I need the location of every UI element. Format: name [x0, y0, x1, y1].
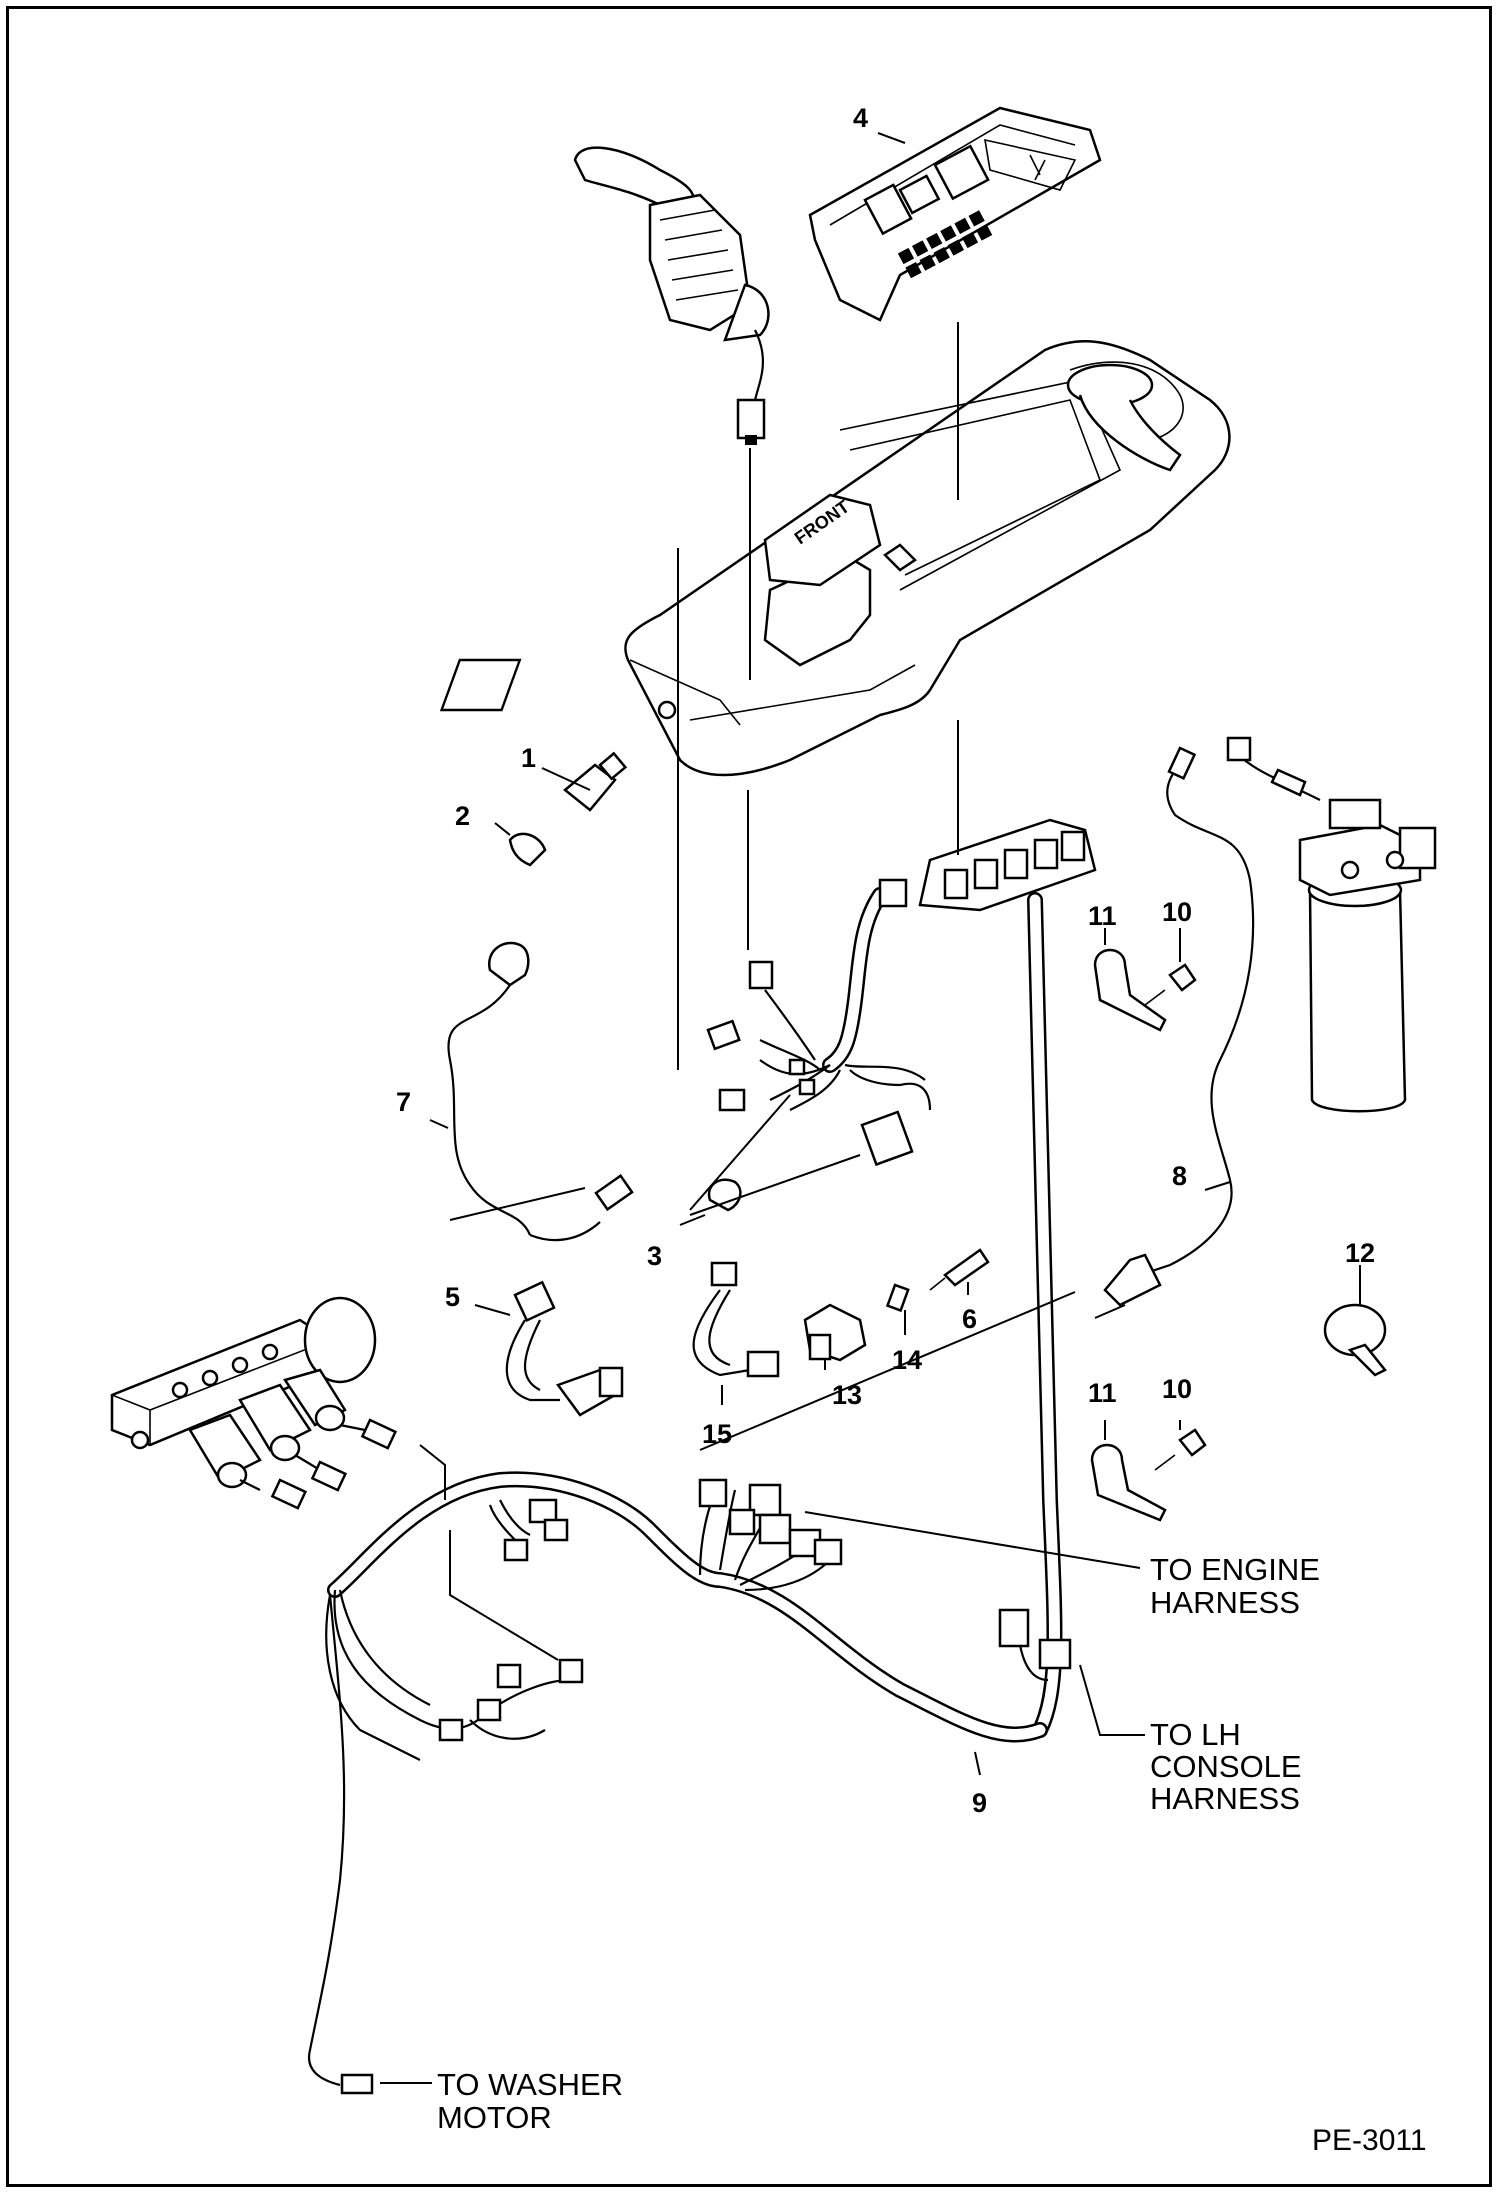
callout-13: 13 — [832, 1380, 862, 1410]
tie-strap-item-12 — [1323, 1303, 1387, 1377]
callout-11-lower: 11 — [1088, 1378, 1117, 1408]
sensor-harness-item-8 — [1103, 736, 1437, 1307]
console-housing: FRONT — [439, 340, 1231, 777]
note-lh-line2: CONSOLE — [1150, 1749, 1302, 1784]
note-engine-line1: TO ENGINE — [1150, 1552, 1320, 1587]
connector-item-13 — [803, 1303, 867, 1362]
callout-11-upper: 11 — [1088, 901, 1117, 931]
subharness-item-15 — [692, 1261, 780, 1378]
callout-1: 1 — [521, 743, 536, 773]
callout-3: 3 — [647, 1241, 662, 1271]
drawing-border — [6, 6, 1492, 2187]
seal-item-14 — [885, 1283, 910, 1313]
switch-item-1 — [563, 751, 628, 812]
figure-id: PE-3011 — [1312, 2124, 1427, 2157]
valve-manifold — [110, 1296, 398, 1510]
harness-item-5 — [505, 1280, 624, 1417]
leader-lines — [380, 132, 1361, 2084]
callouts: 4 1 2 7 3 5 15 13 14 6 11 10 8 12 11 10 … — [396, 103, 1375, 1818]
callout-4: 4 — [853, 103, 868, 133]
instrument-panel — [808, 106, 1102, 322]
joystick-handle — [573, 146, 770, 445]
callout-8: 8 — [1172, 1161, 1187, 1191]
bolt-item-10-upper — [1144, 963, 1197, 1006]
callout-9: 9 — [972, 1788, 987, 1818]
callout-10-lower: 10 — [1162, 1374, 1192, 1404]
note-washer-line1: TO WASHER — [437, 2067, 623, 2102]
callout-14: 14 — [892, 1345, 922, 1375]
callout-15: 15 — [702, 1419, 732, 1449]
callout-2: 2 — [455, 801, 470, 831]
cab-harness-item-9 — [307, 1471, 1072, 2095]
destination-notes: TO ENGINE HARNESS TO LH CONSOLE HARNESS … — [437, 1552, 1427, 2157]
clip-item-2 — [508, 832, 547, 867]
note-lh-line1: TO LH — [1150, 1717, 1241, 1752]
clamp-item-11-upper — [1093, 948, 1167, 1032]
callout-5: 5 — [445, 1282, 460, 1312]
note-washer-line2: MOTOR — [437, 2100, 552, 2135]
clamp-item-11-lower — [1090, 1443, 1167, 1522]
note-engine-line2: HARNESS — [1150, 1585, 1300, 1620]
callout-12: 12 — [1345, 1238, 1375, 1268]
callout-7: 7 — [396, 1087, 411, 1117]
callout-10-upper: 10 — [1162, 897, 1192, 927]
handle-item-7 — [447, 941, 634, 1242]
terminal-item-6 — [929, 1248, 990, 1291]
note-lh-line3: HARNESS — [1150, 1781, 1300, 1816]
bolt-item-10-lower — [1154, 1428, 1207, 1471]
callout-6: 6 — [962, 1304, 977, 1334]
